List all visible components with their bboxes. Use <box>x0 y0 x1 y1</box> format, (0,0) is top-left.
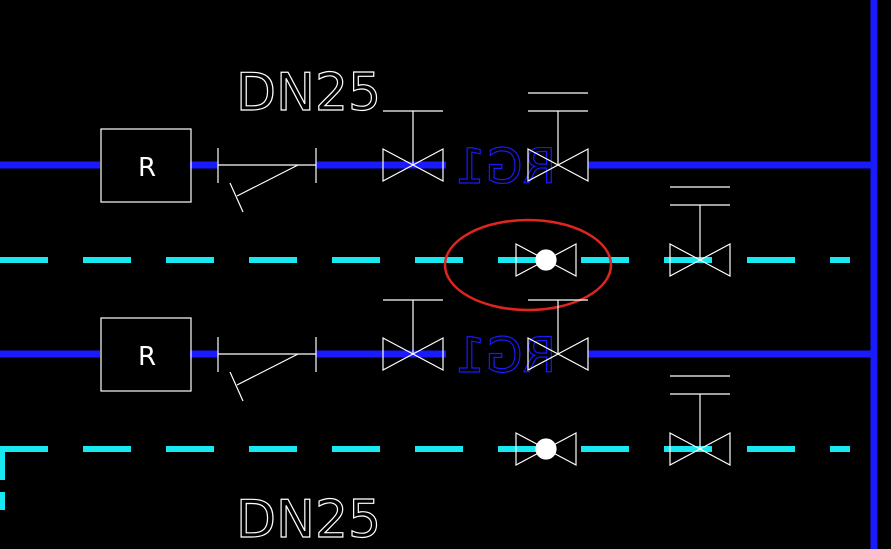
mirrored-tag-upper: RG1 <box>455 139 556 195</box>
return-branch-upper <box>0 186 850 312</box>
gate-valve-icon[interactable] <box>669 375 731 466</box>
red-ellipse-annotation <box>443 218 613 312</box>
balancing-valve-icon[interactable] <box>515 432 577 466</box>
filter-tag-upper: R <box>138 153 156 183</box>
pipe-size-label-bottom: DN25 <box>236 490 381 549</box>
gate-valve-icon[interactable] <box>527 299 589 371</box>
mirrored-tag-lower: RG1 <box>455 328 556 384</box>
y-strainer-icon[interactable] <box>217 148 317 213</box>
gate-valve-icon[interactable] <box>527 92 589 182</box>
gate-valve-icon[interactable] <box>382 299 444 371</box>
gate-valve-icon[interactable] <box>382 110 444 182</box>
supply-branch-upper: R RG1 DN25 <box>0 62 874 213</box>
gate-valve-icon[interactable] <box>669 186 731 277</box>
return-branch-lower: DN25 <box>0 375 850 549</box>
pipe-size-label-top: DN25 <box>236 63 381 123</box>
filter-box-icon[interactable]: R <box>100 317 192 392</box>
y-strainer-icon[interactable] <box>217 337 317 402</box>
supply-branch-lower: R RG1 <box>0 299 874 402</box>
filter-tag-lower: R <box>138 342 156 372</box>
balancing-valve-icon[interactable] <box>515 243 577 277</box>
filter-box-icon[interactable]: R <box>100 128 192 203</box>
